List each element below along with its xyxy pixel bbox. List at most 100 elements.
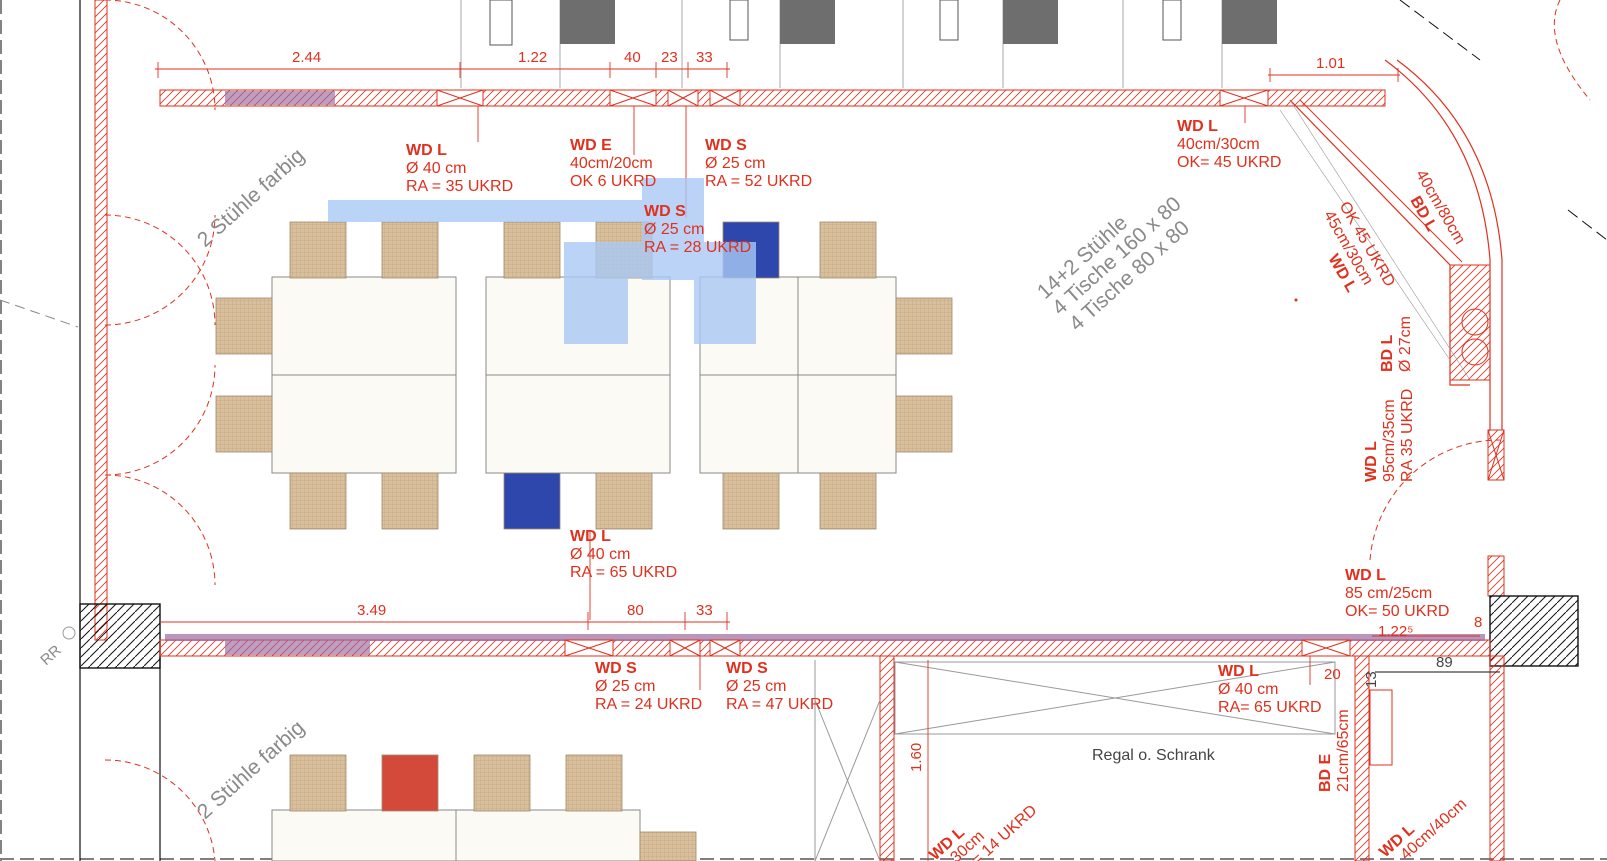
gray-fixture xyxy=(560,0,615,44)
note-shelf: Regal o. Schrank xyxy=(1092,747,1216,764)
label-line: OK= 45 UKRD xyxy=(1177,154,1281,171)
chair xyxy=(215,297,273,355)
door-swing-arc xyxy=(1553,0,1591,101)
label-title: WD L xyxy=(1218,663,1259,680)
label-line: Ø 40 cm xyxy=(1218,681,1278,698)
dashed-guide-line xyxy=(0,299,79,328)
lower-room-wall xyxy=(879,655,895,861)
shelf-diagonal xyxy=(894,661,1336,735)
blue-highlights xyxy=(328,178,756,344)
sink-icon xyxy=(1162,0,1182,41)
sink-icon xyxy=(939,0,959,41)
chair-colored xyxy=(381,754,439,812)
dim-label: 3.49 xyxy=(357,602,386,619)
column-right xyxy=(1489,595,1579,667)
dashed-guide-line xyxy=(1399,0,1481,61)
label-line: 40cm/30cm xyxy=(1177,136,1260,153)
dim-label: 13 xyxy=(1363,671,1380,688)
label-line: RA = 28 UKRD xyxy=(644,239,751,256)
chair xyxy=(895,297,953,355)
dim-label: 1.22 xyxy=(518,49,547,66)
shelf-outline xyxy=(894,661,1336,735)
dim-label: 89 xyxy=(1436,654,1453,671)
gray-fixture xyxy=(1003,0,1058,44)
purple-band xyxy=(165,634,1485,641)
fixture-outline xyxy=(1369,689,1393,766)
chair xyxy=(819,221,877,279)
dim-label: 1.01 xyxy=(1316,55,1345,72)
table xyxy=(485,374,671,474)
label-title: WD L xyxy=(1363,441,1380,482)
chair xyxy=(289,472,347,530)
chair xyxy=(289,754,347,812)
label-title: WD L xyxy=(1177,118,1218,135)
dim-label: 23 xyxy=(661,49,678,66)
label-line: RA = 47 UKRD xyxy=(726,696,833,713)
dim-label: 8 xyxy=(1474,614,1482,631)
dimension-lines xyxy=(155,62,1500,861)
label-line: RA = 65 UKRD xyxy=(570,564,677,581)
label-title: WD S xyxy=(595,660,637,677)
upper-partition-wall xyxy=(159,89,1386,107)
label-line: Ø 25 cm xyxy=(595,678,655,695)
label-title: WD S xyxy=(644,203,686,220)
table xyxy=(271,374,457,474)
label-title: WD L xyxy=(570,528,611,545)
label-title: WD S xyxy=(726,660,768,677)
label-line: RA = 24 UKRD xyxy=(595,696,702,713)
chair-colored xyxy=(503,472,561,530)
door-arcs-left xyxy=(104,0,216,861)
label-line: RA= 65 UKRD xyxy=(1218,699,1322,716)
dim-label: 33 xyxy=(696,49,713,66)
label-line: Ø 25 cm xyxy=(705,155,765,172)
label-line: OK= 50 UKRD xyxy=(1345,603,1449,620)
purple-band xyxy=(225,641,370,655)
dim-label: 33 xyxy=(696,602,713,619)
chair xyxy=(289,221,347,279)
chair xyxy=(595,472,653,530)
label-line: 40cm/20cm xyxy=(570,155,653,172)
chair xyxy=(565,754,623,812)
label-line: RA = 35 UKRD xyxy=(406,178,513,195)
label-title: WD E xyxy=(570,137,612,154)
chair xyxy=(895,395,953,453)
label-title: WD L xyxy=(406,142,447,159)
gray-fixture xyxy=(1222,0,1277,44)
label-title: WD S xyxy=(705,137,747,154)
label-line: Ø 40 cm xyxy=(570,546,630,563)
label-title: BD E xyxy=(1317,753,1334,792)
top-rooms xyxy=(460,0,1277,88)
chair xyxy=(722,472,780,530)
dim-label: 2.44 xyxy=(292,49,321,66)
chair xyxy=(381,221,439,279)
chair xyxy=(473,754,531,812)
label-line: 21cm/65cm xyxy=(1335,709,1352,792)
dim-label: 80 xyxy=(627,602,644,619)
dim-label: 20 xyxy=(1324,666,1341,683)
gray-fixture xyxy=(780,0,835,44)
label-line: 95cm/35cm xyxy=(1381,399,1398,482)
left-wall xyxy=(94,0,108,641)
table xyxy=(271,809,457,861)
marker-dot xyxy=(1294,298,1298,302)
lower-room-wall xyxy=(1354,655,1370,861)
chair xyxy=(381,472,439,530)
chair xyxy=(503,221,561,279)
label-line: Ø 27cm xyxy=(1397,316,1414,372)
lower-room-wall xyxy=(1489,655,1505,861)
closet-line xyxy=(814,699,881,861)
dim-label: 1.22⁵ xyxy=(1378,623,1413,640)
sink-icon xyxy=(729,0,749,41)
label-line: Ø 25 cm xyxy=(644,221,704,238)
label-title: WD L xyxy=(1345,567,1386,584)
dim-label: 1.60 xyxy=(908,743,925,772)
note-rr: RR xyxy=(37,642,65,669)
chair xyxy=(215,395,273,453)
curved-right-wall xyxy=(1279,59,1505,597)
table xyxy=(271,276,457,376)
chair xyxy=(819,472,877,530)
label-line: Ø 40 cm xyxy=(406,160,466,177)
lower-wall-openings xyxy=(564,639,1351,657)
chair xyxy=(639,831,697,861)
